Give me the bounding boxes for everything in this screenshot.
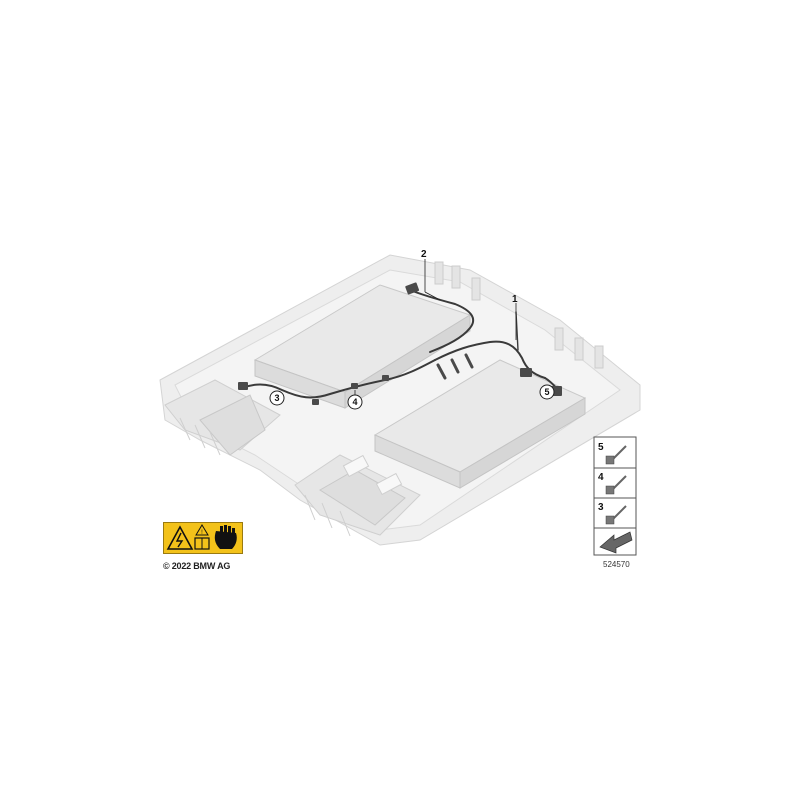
svg-text:5: 5	[544, 387, 549, 397]
legend-number-4: 4	[598, 472, 604, 483]
callout-part-4: 4	[347, 394, 363, 410]
wiring-harness	[242, 289, 561, 399]
diagram-number: 524570	[603, 560, 630, 569]
callout-part-5: 5	[539, 384, 555, 400]
clip-fastener-icon	[605, 445, 627, 465]
copyright-notice: © 2022 BMW AG	[163, 561, 231, 571]
svg-text:!: !	[201, 530, 203, 536]
clip-fastener-icon	[605, 475, 627, 495]
direction-arrow-icon	[599, 531, 633, 554]
legend-number-3: 3	[598, 502, 604, 513]
callout-part-1: 1	[512, 294, 518, 305]
protective-gloves-icon	[214, 525, 237, 549]
parts-legend: 5 4 3	[593, 436, 637, 556]
read-manual-icon: !	[194, 524, 210, 550]
legend-number-5: 5	[598, 442, 604, 453]
callout-part-3: 3	[269, 390, 285, 406]
high-voltage-warning-icon	[166, 525, 194, 550]
battery-module-front	[373, 359, 587, 489]
svg-text:3: 3	[274, 393, 279, 403]
battery-housing-tray	[159, 254, 641, 546]
svg-text:4: 4	[352, 397, 357, 407]
clip-fastener-icon	[605, 505, 627, 525]
callout-part-2: 2	[421, 249, 427, 260]
safety-warning-panel: !	[163, 522, 243, 554]
